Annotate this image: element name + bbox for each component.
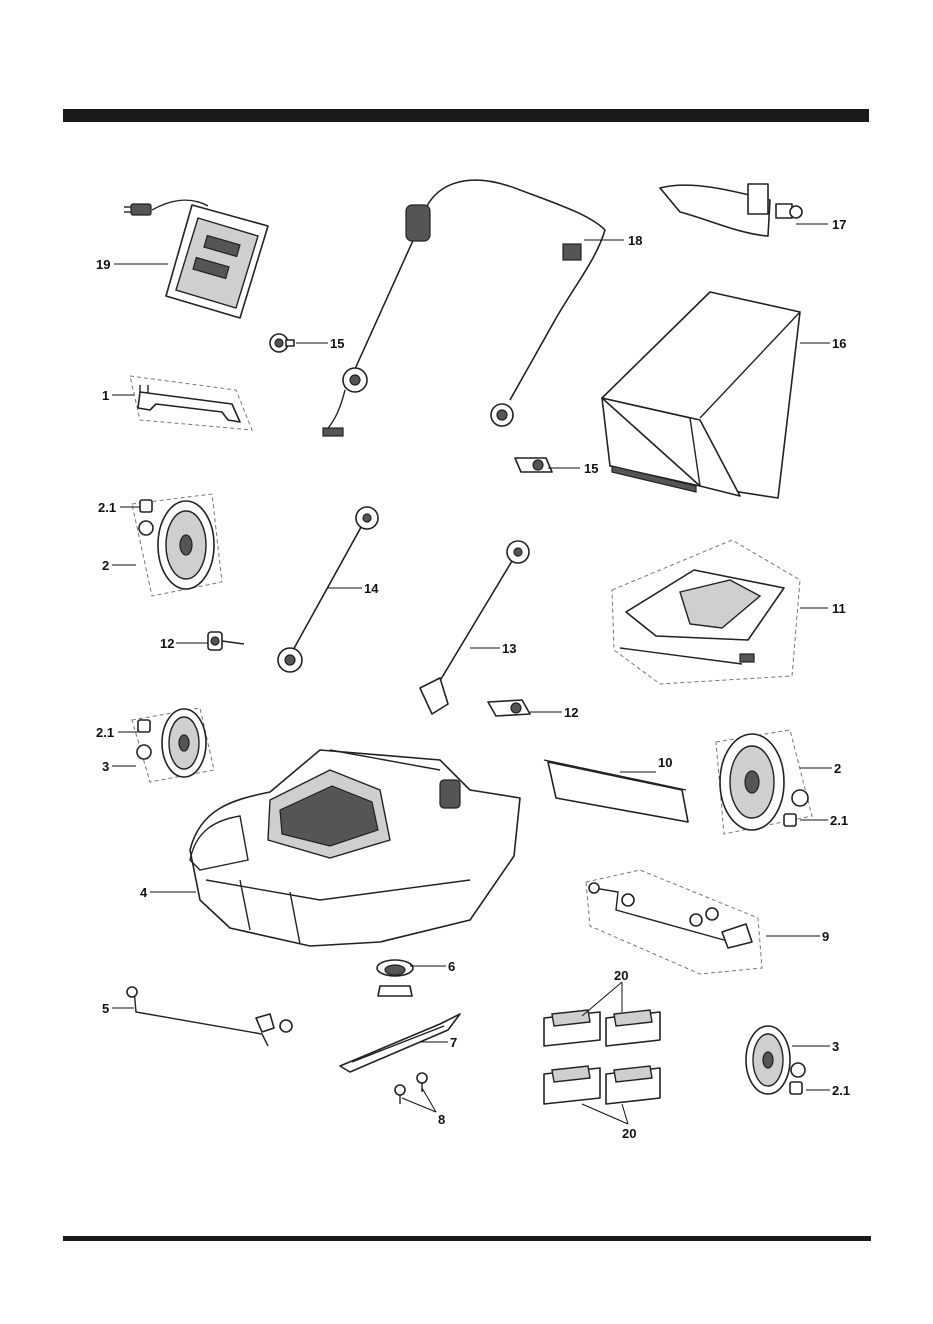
callout-3-right: 3 xyxy=(832,1039,839,1054)
callout-2-1-upper-left: 2.1 xyxy=(98,500,116,515)
callout-2-1-lower-left: 2.1 xyxy=(96,725,114,740)
blade-part xyxy=(340,1014,460,1072)
callout-1: 1 xyxy=(102,388,109,403)
callout-12-right: 12 xyxy=(564,705,578,720)
callout-9: 9 xyxy=(822,929,829,944)
callout-2-1-lower-right: 2.1 xyxy=(832,1083,850,1098)
callout-6: 6 xyxy=(448,959,455,974)
front-wheel-part-right xyxy=(746,1026,805,1094)
callout-14: 14 xyxy=(364,581,379,596)
clamp-part-upper xyxy=(270,334,294,352)
callout-20-top: 20 xyxy=(614,968,628,983)
upper-handle-part xyxy=(323,180,605,436)
handle-knob-part-right xyxy=(488,700,530,716)
callout-2-upper-left: 2 xyxy=(102,558,109,573)
lower-handle-part-right xyxy=(420,541,529,714)
front-axle-part xyxy=(127,987,292,1046)
mower-deck-part xyxy=(190,750,520,946)
callout-2-1-upper-right: 2.1 xyxy=(830,813,848,828)
callout-5: 5 xyxy=(102,1001,109,1016)
grass-bag-part xyxy=(602,292,800,498)
lower-handle-part-left xyxy=(278,507,378,672)
callout-10: 10 xyxy=(658,755,672,770)
blade-adapter-part xyxy=(377,960,413,996)
handle-knob-part-left xyxy=(208,632,244,650)
callout-13: 13 xyxy=(502,641,516,656)
callout-7: 7 xyxy=(450,1035,457,1050)
callout-3-left: 3 xyxy=(102,759,109,774)
callout-20-bottom: 20 xyxy=(622,1126,636,1141)
callout-8: 8 xyxy=(438,1112,445,1127)
bag-frame-part xyxy=(612,540,800,684)
callout-12-left: 12 xyxy=(160,636,174,651)
callout-17: 17 xyxy=(832,217,846,232)
carry-handle-part xyxy=(130,376,252,430)
rear-axle-part xyxy=(586,870,762,974)
callout-15-upper: 15 xyxy=(330,336,344,351)
callout-16: 16 xyxy=(832,336,846,351)
battery-packs-part xyxy=(544,1010,660,1104)
clamp-part-lower xyxy=(515,458,552,472)
callout-15-lower: 15 xyxy=(584,461,598,476)
callout-11: 11 xyxy=(832,601,846,616)
callout-18: 18 xyxy=(628,233,642,248)
mulch-plug-part xyxy=(660,184,802,236)
rear-wheel-part-right xyxy=(716,730,812,834)
callout-4: 4 xyxy=(140,885,148,900)
front-wheel-part-left xyxy=(132,708,214,782)
callout-2-right: 2 xyxy=(834,761,841,776)
charger-part xyxy=(124,200,268,318)
callout-19: 19 xyxy=(96,257,110,272)
rear-wheel-part-left xyxy=(132,494,222,596)
